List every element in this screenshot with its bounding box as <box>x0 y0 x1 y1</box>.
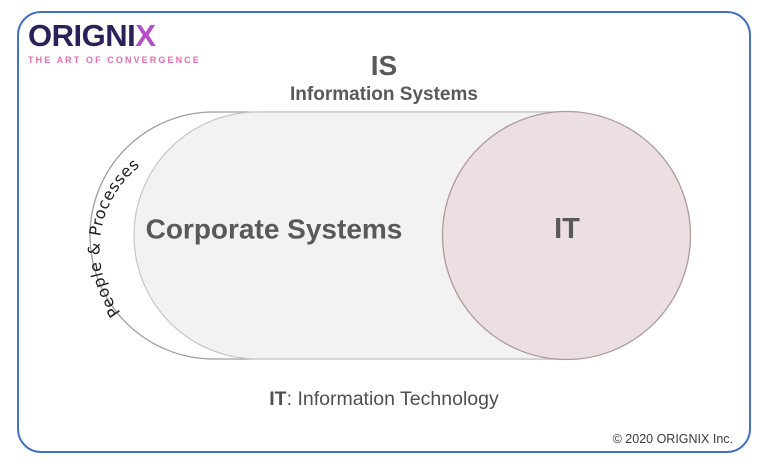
legend-term: IT <box>269 388 287 410</box>
logo-accent-text: X <box>135 18 156 53</box>
it-circle <box>441 110 692 361</box>
logo-wordmark: ORIGNIX <box>28 18 201 53</box>
title-subtitle: Information Systems <box>290 84 478 106</box>
logo-tagline: THE ART OF CONVERGENCE <box>28 54 201 65</box>
diagram-header: IS Information Systems <box>19 50 749 106</box>
it-label: IT <box>554 213 580 245</box>
slide-card: ORIGNIX THE ART OF CONVERGENCE IS Inform… <box>17 11 751 453</box>
venn-diagram: People & Processes Corporate Systems IT <box>85 110 692 361</box>
corporate-systems-label: Corporate Systems <box>146 214 403 245</box>
legend: IT: Information Technology <box>19 388 749 411</box>
orignix-logo: ORIGNIX THE ART OF CONVERGENCE <box>28 18 201 65</box>
logo-main-text: ORIGNI <box>28 18 136 53</box>
title-acronym: IS <box>370 50 398 81</box>
copyright-notice: © 2020 ORIGNIX Inc. <box>612 432 733 446</box>
legend-definition: : Information Technology <box>286 388 499 410</box>
